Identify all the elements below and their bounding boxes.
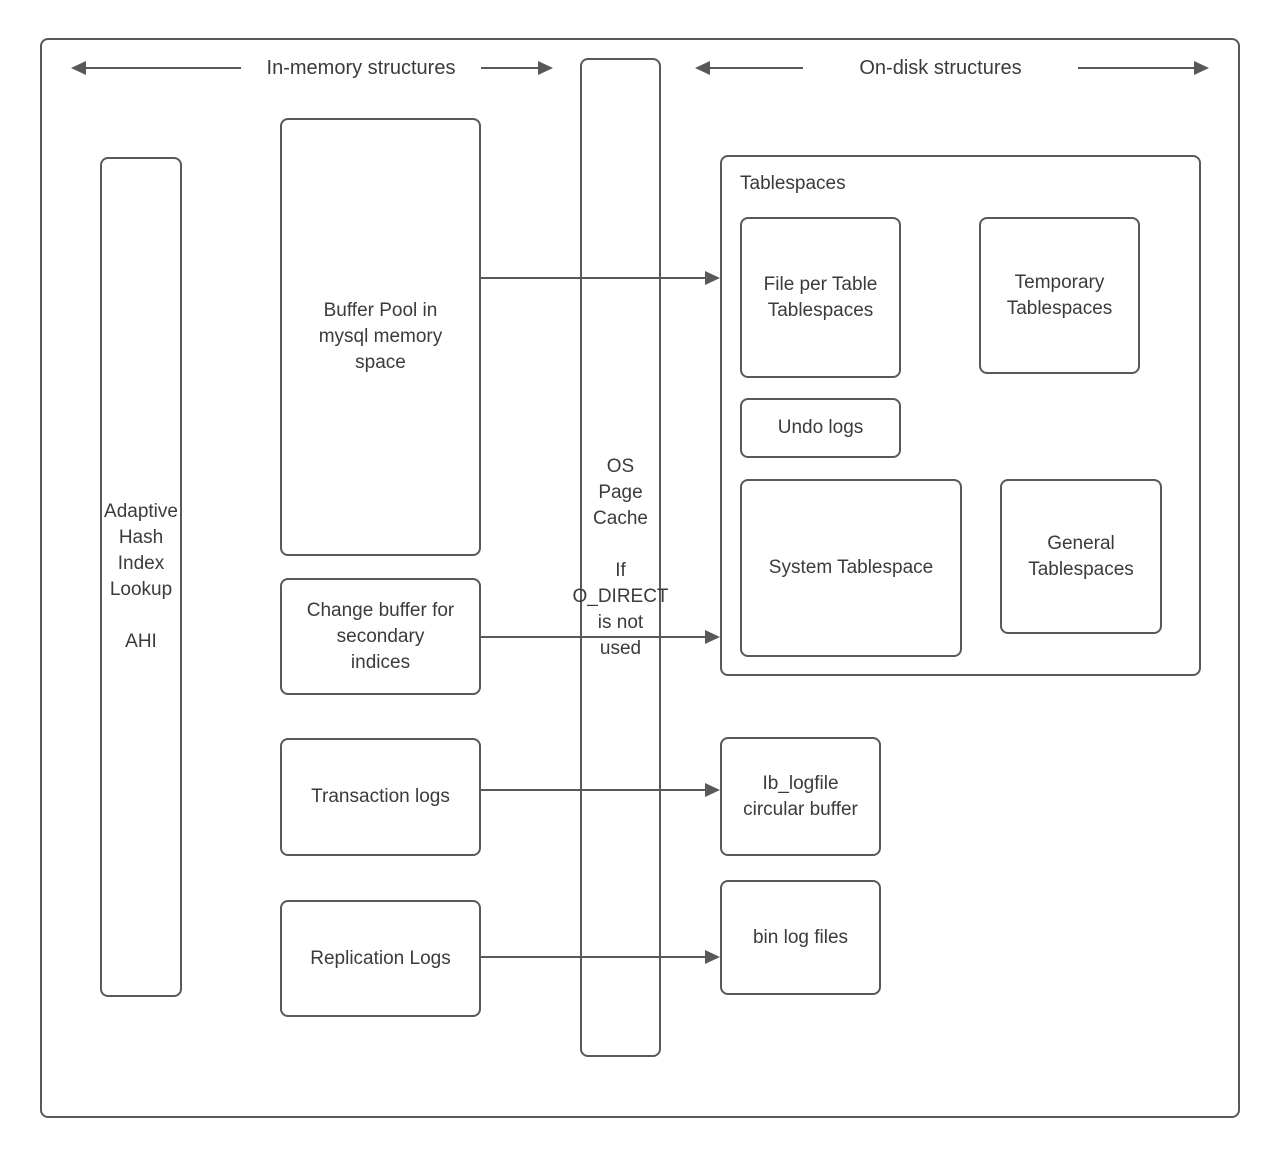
in-memory-left-arrow	[71, 61, 241, 75]
node-system-tablespace-label: System Tablespace	[768, 557, 934, 578]
on-disk-left-arrow	[695, 61, 803, 75]
node-temporary-tablespaces-label: Temporary Tablespaces	[1006, 271, 1113, 319]
node-file-per-table-tablespaces: File per Table Tablespaces	[740, 217, 901, 378]
node-undo-logs: Undo logs	[740, 398, 901, 458]
node-adaptive-hash-index: Adaptive Hash Index Lookup AHI	[100, 157, 182, 997]
tablespaces-group-title: Tablespaces	[740, 173, 846, 194]
node-replication-logs: Replication Logs	[280, 900, 481, 1017]
node-ib-logfile-label: Ib_logfile circular buffer	[743, 772, 858, 820]
outer-frame	[40, 38, 1240, 1118]
node-adaptive-hash-index-label: Adaptive Hash Index Lookup AHI	[104, 501, 178, 652]
node-bin-log-files-label: bin log files	[752, 926, 849, 948]
node-temporary-tablespaces: Temporary Tablespaces	[979, 217, 1140, 374]
node-bin-log-files: bin log files	[720, 880, 881, 995]
on-disk-header: On-disk structures	[859, 57, 1022, 79]
node-transaction-logs-label: Transaction logs	[311, 786, 450, 807]
arrow-change-buffer-to-tablespaces	[481, 630, 720, 644]
node-transaction-logs: Transaction logs	[280, 738, 481, 856]
node-os-page-cache: OS Page Cache If O_DIRECT is not used	[572, 58, 669, 1057]
node-change-buffer-label: Change buffer for secondary indices	[306, 599, 455, 673]
node-os-page-cache-label: OS Page Cache If O_DIRECT is not used	[572, 455, 669, 659]
tablespaces-group: Tablespaces	[720, 155, 1201, 676]
node-buffer-pool: Buffer Pool in mysql memory space	[280, 118, 481, 556]
node-change-buffer: Change buffer for secondary indices	[280, 578, 481, 695]
on-disk-right-arrow	[1078, 61, 1209, 75]
arrow-transaction-logs-to-ib-logfile	[481, 783, 720, 797]
node-replication-logs-label: Replication Logs	[310, 947, 451, 969]
node-undo-logs-label: Undo logs	[777, 417, 864, 438]
node-ib-logfile: Ib_logfile circular buffer	[720, 737, 881, 856]
node-system-tablespace: System Tablespace	[740, 479, 962, 657]
node-general-tablespaces: General Tablespaces	[1000, 479, 1162, 634]
node-file-per-table-tablespaces-label: File per Table Tablespaces	[763, 273, 878, 321]
in-memory-header: In-memory structures	[266, 57, 456, 79]
arrow-buffer-pool-to-tablespaces	[481, 271, 720, 285]
node-general-tablespaces-label: General Tablespaces	[1028, 532, 1134, 580]
in-memory-right-arrow	[481, 61, 553, 75]
node-buffer-pool-label: Buffer Pool in mysql memory space	[318, 300, 443, 373]
arrow-replication-logs-to-bin-log-files	[481, 950, 720, 964]
